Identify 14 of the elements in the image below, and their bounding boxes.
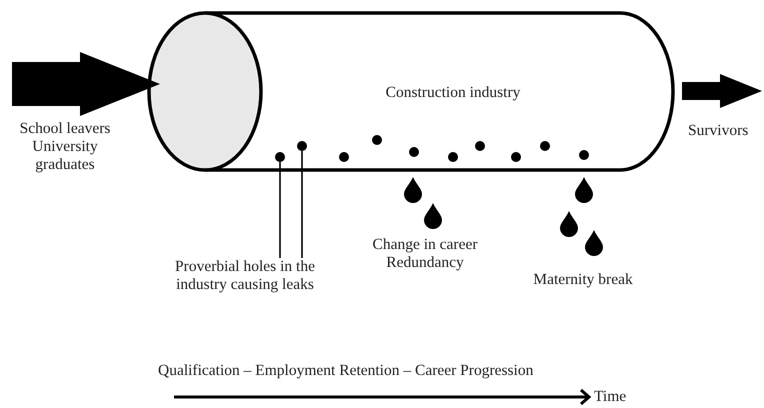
annotation-text: Change in career [372, 236, 478, 254]
annotation-text: School leavers [18, 120, 112, 138]
annotation-text: Survivors [688, 122, 750, 140]
annotation-text: Qualification – Employment Retention – Career Progression [158, 362, 534, 380]
annotation-text: Redundancy [385, 254, 465, 272]
pipe-label: Construction industry [384, 84, 522, 102]
flow-arrow [682, 74, 762, 108]
leader-line [279, 162, 281, 258]
leader-line [301, 151, 303, 258]
annotation-text: Proverbial holes in the industry causing leaks [174, 258, 316, 294]
annotation-text: Maternity break [532, 271, 634, 289]
flow-arrow [12, 52, 160, 116]
annotation-text: Time [594, 388, 628, 406]
annotation-text: University graduates [31, 138, 99, 174]
